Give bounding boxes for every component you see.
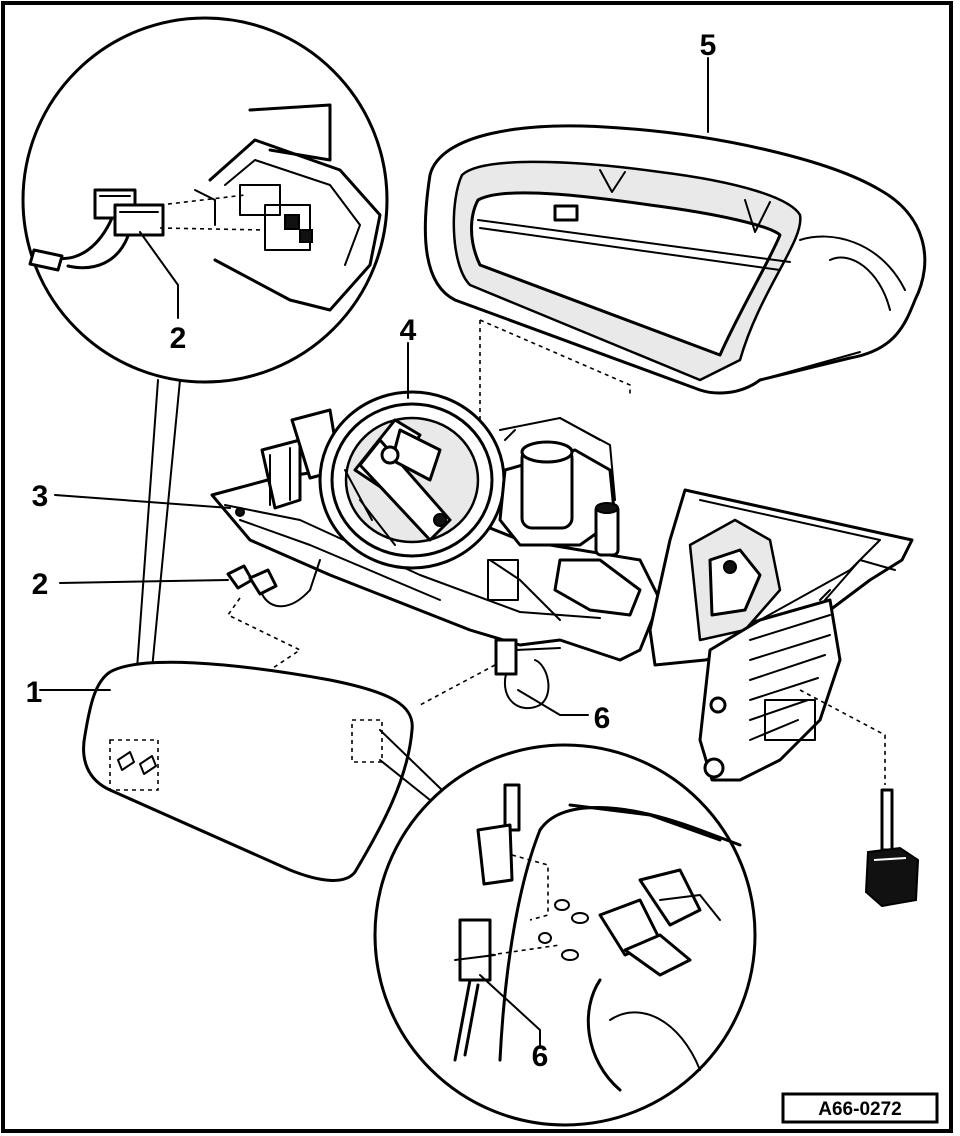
inset-leader-line xyxy=(379,759,431,801)
part-5-housing-cover xyxy=(423,124,927,395)
part-2-connector-clips xyxy=(226,559,321,608)
bulb-pin xyxy=(864,788,920,908)
mirror-mounting-arm xyxy=(648,488,914,782)
reference-code-box: A66-0272 xyxy=(781,1092,939,1124)
callout-2-inset: 2 xyxy=(170,322,187,355)
callout-6-main: 6 xyxy=(594,702,611,735)
callout-1: 1 xyxy=(26,676,43,709)
detail-inset-connector xyxy=(21,16,389,384)
callout-6-inset: 6 xyxy=(532,1040,549,1073)
callout-4: 4 xyxy=(400,314,417,347)
assembly-dash-line xyxy=(419,664,496,706)
leader-6 xyxy=(517,689,589,716)
leader-3 xyxy=(54,494,231,509)
detail-inset-clip xyxy=(373,743,757,1127)
inset-leader-line xyxy=(379,729,443,791)
assembly-dash-line xyxy=(799,689,886,785)
part-6-retaining-clip xyxy=(494,638,561,710)
part-1-mirror-glass xyxy=(82,660,414,882)
leader-2 xyxy=(59,579,229,584)
callout-3: 3 xyxy=(32,480,49,513)
callout-5: 5 xyxy=(700,29,717,62)
inset-leader-line xyxy=(149,379,181,691)
reference-code: A66-0272 xyxy=(818,1099,901,1120)
callout-2-main: 2 xyxy=(32,568,49,601)
part-4-adjuster-motor xyxy=(318,390,642,621)
